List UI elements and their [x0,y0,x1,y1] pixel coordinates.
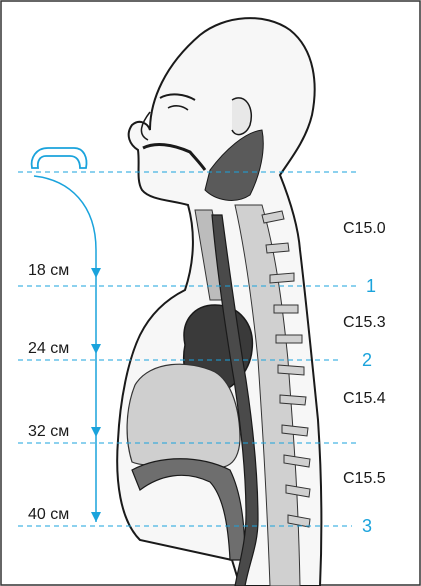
region-code-c15-3: C15.3 [343,314,386,331]
ear [232,98,251,135]
distance-label-24: 24 см [28,340,69,357]
region-code-c15-4: C15.4 [343,390,386,407]
lung [127,364,240,467]
region-code-c15-5: C15.5 [343,470,386,487]
region-code-c15-0: C15.0 [343,220,386,237]
level-number-2: 2 [362,350,372,370]
level-number-1: 1 [366,276,376,296]
distance-label-32: 32 см [28,423,69,440]
distance-label-18: 18 см [28,262,69,279]
distance-label-40: 40 см [28,506,69,523]
level-number-3: 3 [362,516,372,536]
